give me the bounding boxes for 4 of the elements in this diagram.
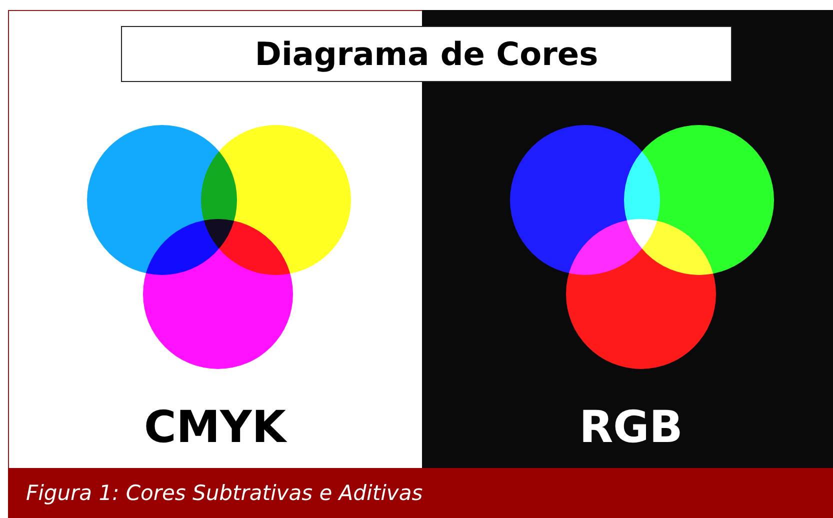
figure-caption: Figura 1: Cores Subtrativas e Aditivas bbox=[8, 468, 833, 518]
model-label: CMYK bbox=[142, 402, 288, 453]
model-label: RGB bbox=[578, 402, 684, 453]
diagram-title: Diagrama de Cores bbox=[121, 26, 732, 82]
